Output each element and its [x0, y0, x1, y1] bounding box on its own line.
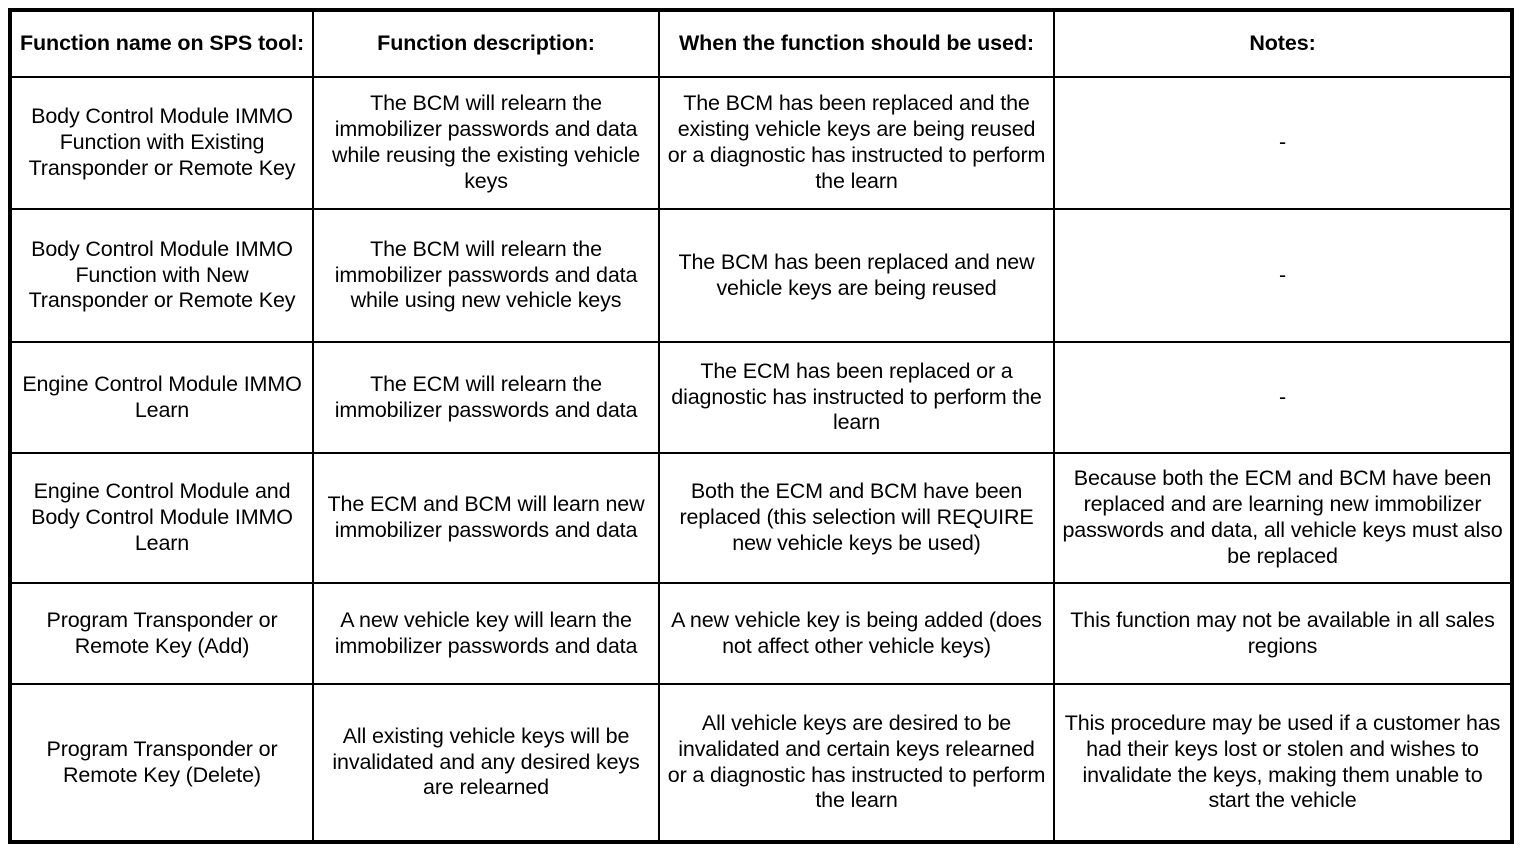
- cell-notes: -: [1053, 208, 1513, 343]
- cell-function-description: All existing vehicle keys will be invali…: [312, 683, 660, 843]
- cell-function-name: Engine Control Module IMMO Learn: [9, 341, 314, 454]
- column-header-notes: Notes:: [1053, 9, 1513, 78]
- column-header-function-description: Function description:: [312, 9, 660, 78]
- table-row: Body Control Module IMMO Function with E…: [9, 76, 1513, 210]
- cell-function-name: Body Control Module IMMO Function with N…: [9, 208, 314, 343]
- column-header-when-used: When the function should be used:: [658, 9, 1055, 78]
- table-row: Engine Control Module and Body Control M…: [9, 452, 1513, 584]
- cell-notes: Because both the ECM and BCM have been r…: [1053, 452, 1513, 584]
- sps-immo-functions-table: Function name on SPS tool: Function desc…: [8, 8, 1514, 844]
- cell-function-name: Program Transponder or Remote Key (Add): [9, 582, 314, 685]
- table-body: Body Control Module IMMO Function with E…: [9, 76, 1513, 843]
- cell-when-used: The BCM has been replaced and new vehicl…: [658, 208, 1055, 343]
- column-header-function-name: Function name on SPS tool:: [9, 9, 314, 78]
- table-row: Program Transponder or Remote Key (Delet…: [9, 683, 1513, 843]
- cell-notes: -: [1053, 76, 1513, 210]
- cell-when-used: Both the ECM and BCM have been replaced …: [658, 452, 1055, 584]
- table-header-row: Function name on SPS tool: Function desc…: [9, 9, 1513, 78]
- cell-notes: -: [1053, 341, 1513, 454]
- table-row: Program Transponder or Remote Key (Add) …: [9, 582, 1513, 685]
- cell-notes: This function may not be available in al…: [1053, 582, 1513, 685]
- cell-function-description: The BCM will relearn the immobilizer pas…: [312, 76, 660, 210]
- cell-function-description: A new vehicle key will learn the immobil…: [312, 582, 660, 685]
- cell-when-used: The ECM has been replaced or a diagnosti…: [658, 341, 1055, 454]
- cell-function-name: Body Control Module IMMO Function with E…: [9, 76, 314, 210]
- table-header: Function name on SPS tool: Function desc…: [9, 9, 1513, 78]
- cell-function-description: The BCM will relearn the immobilizer pas…: [312, 208, 660, 343]
- cell-when-used: A new vehicle key is being added (does n…: [658, 582, 1055, 685]
- cell-when-used: The BCM has been replaced and the existi…: [658, 76, 1055, 210]
- cell-function-name: Engine Control Module and Body Control M…: [9, 452, 314, 584]
- cell-function-description: The ECM will relearn the immobilizer pas…: [312, 341, 660, 454]
- table-row: Engine Control Module IMMO Learn The ECM…: [9, 341, 1513, 454]
- table-row: Body Control Module IMMO Function with N…: [9, 208, 1513, 343]
- cell-function-name: Program Transponder or Remote Key (Delet…: [9, 683, 314, 843]
- cell-when-used: All vehicle keys are desired to be inval…: [658, 683, 1055, 843]
- cell-function-description: The ECM and BCM will learn new immobiliz…: [312, 452, 660, 584]
- cell-notes: This procedure may be used if a customer…: [1053, 683, 1513, 843]
